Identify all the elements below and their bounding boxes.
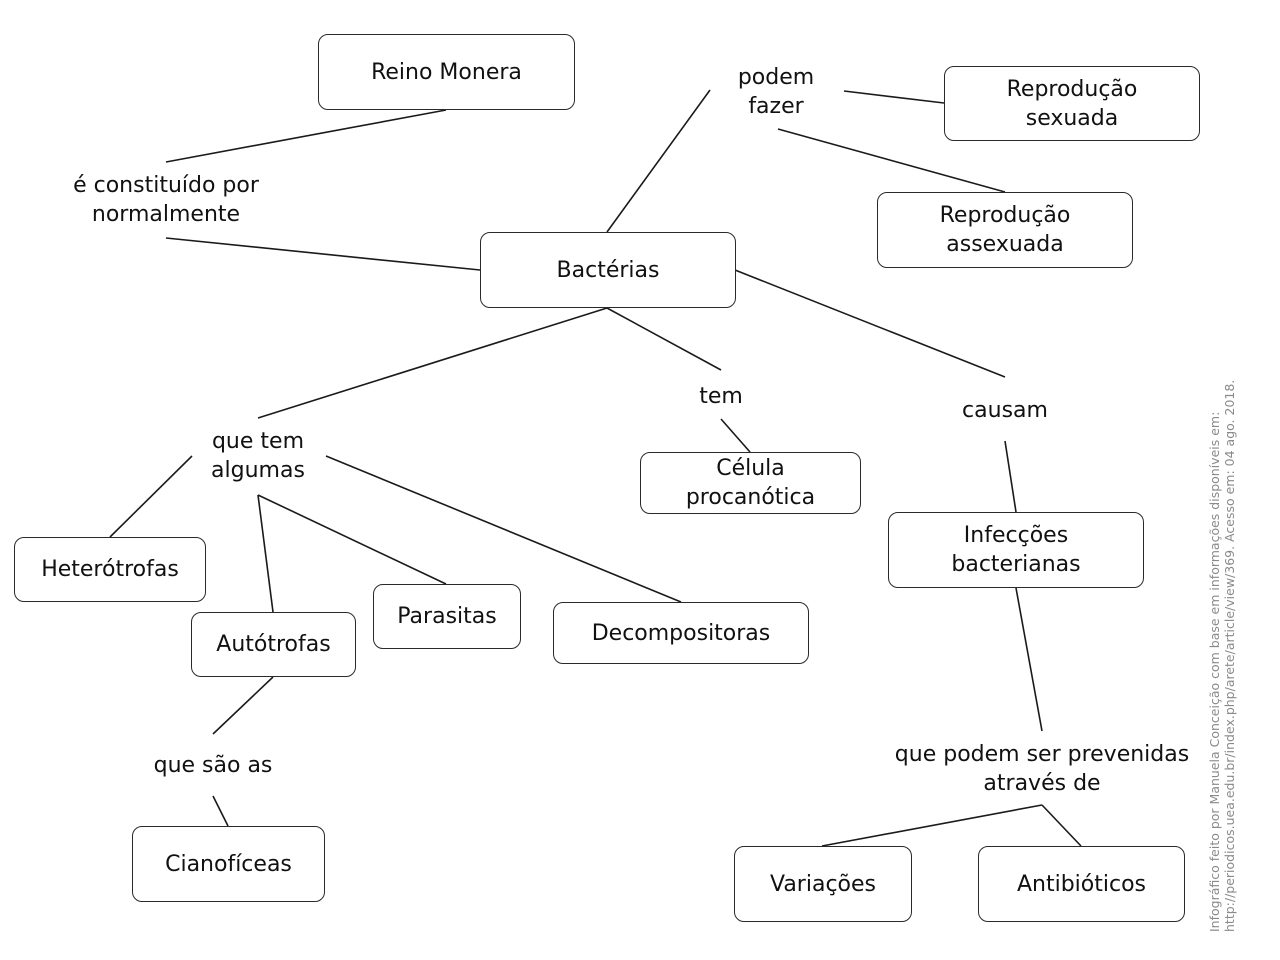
edge-bacterias-to-podem-fazer (606, 89, 711, 233)
edge-que-sao-as-to-cianoficeas (212, 795, 229, 827)
edge-prevenidas-to-variacoes (821, 804, 1043, 847)
edge-infeccoes-to-prevenidas (1015, 587, 1043, 732)
edge-que-tem-algumas-to-parasitas (257, 494, 447, 585)
link-label-constituido: é constituído por normalmente (73, 173, 259, 227)
source-credit: Infográfico feito por Manuela Conceição … (1207, 379, 1237, 932)
node-antibioticos: Antibióticos (978, 846, 1185, 922)
node-reproducao-sexuada: Reprodução sexuada (944, 66, 1200, 141)
node-cianoficeas: Cianofíceas (132, 826, 325, 902)
link-label-que-tem-algumas: que tem algumas (211, 429, 305, 483)
edge-autotrofas-to-que-sao-as (212, 676, 274, 735)
edge-bacterias-to-que-tem-algumas (257, 307, 608, 419)
node-parasitas: Parasitas (373, 584, 521, 649)
node-bacterias: Bactérias (480, 232, 736, 308)
edge-podem-fazer-to-assexuada (777, 128, 1006, 193)
edge-que-tem-algumas-to-heterotrofas (109, 455, 193, 538)
node-celula-procanotica: Célula procanótica (640, 452, 861, 514)
edge-que-tem-algumas-to-decompositoras (325, 455, 682, 603)
node-reino-monera: Reino Monera (318, 34, 575, 110)
link-label-prevenidas: que podem ser prevenidas através de (894, 742, 1190, 796)
node-infeccoes-bacterianas: Infecções bacterianas (888, 512, 1144, 588)
edge-monera-to-constituido (165, 109, 447, 163)
node-reproducao-assexuada: Reprodução assexuada (877, 192, 1133, 268)
node-autotrofas: Autótrofas (191, 612, 356, 677)
edge-bacterias-to-tem (606, 307, 722, 371)
node-heterotrofas: Heterótrofas (14, 537, 206, 602)
edge-causam-to-infeccoes (1004, 440, 1017, 513)
edge-prevenidas-to-antibioticos (1041, 804, 1082, 847)
node-decompositoras: Decompositoras (553, 602, 809, 664)
edge-bacterias-to-causam (734, 269, 1006, 378)
link-label-tem: tem (699, 383, 743, 409)
link-label-causam: causam (962, 397, 1048, 423)
link-label-podem-fazer: podem fazer (737, 65, 815, 119)
edge-constituido-to-bacterias (165, 237, 481, 271)
edge-podem-fazer-to-sexuada (843, 90, 945, 104)
link-label-que-sao-as: que são as (153, 752, 273, 778)
edge-tem-to-celula (720, 418, 751, 453)
edge-que-tem-algumas-to-autotrofas (257, 494, 274, 613)
node-variacoes: Variações (734, 846, 912, 922)
